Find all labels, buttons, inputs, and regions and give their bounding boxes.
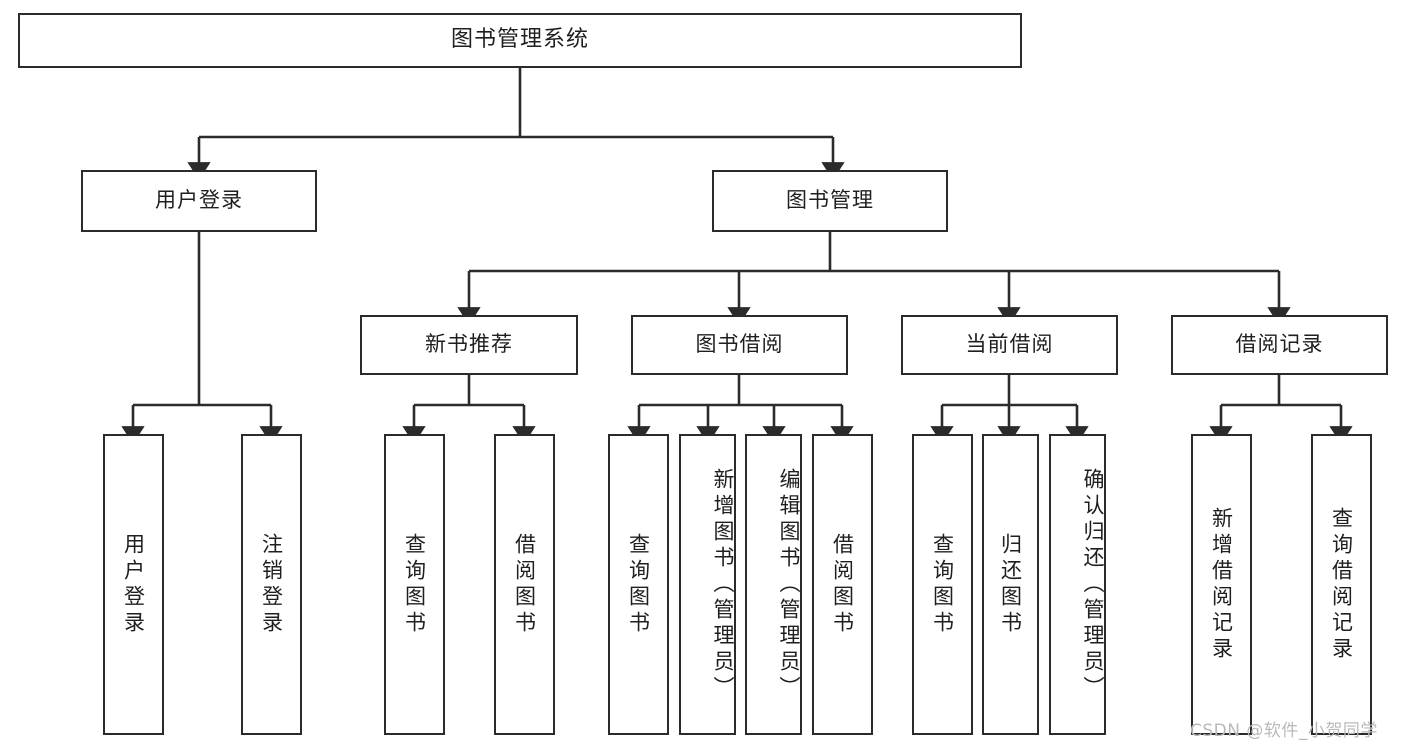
node-label: 注销登录	[259, 532, 284, 637]
node-label: 借阅图书	[512, 532, 537, 637]
node-book-borrow[interactable]: 图书借阅	[631, 315, 848, 375]
node-current-borrow[interactable]: 当前借阅	[901, 315, 1118, 375]
node-user-login[interactable]: 用户登录	[81, 170, 317, 232]
node-label: 用户登录	[155, 188, 243, 213]
node-label: 归还图书	[998, 532, 1023, 637]
node-borrow-record[interactable]: 借阅记录	[1171, 315, 1388, 375]
node-label: 图书管理系统	[450, 27, 589, 53]
node-new-book-recommend[interactable]: 新书推荐	[360, 315, 578, 375]
leaf-recommend-borrow-book[interactable]: 借阅图书	[494, 434, 555, 735]
leaf-user-login-login[interactable]: 用户登录	[103, 434, 164, 735]
node-label: 用户登录	[121, 532, 146, 637]
leaf-borrow-edit-book-admin[interactable]: 编辑图书（管理员）	[745, 434, 802, 735]
node-label: 编辑图书（管理员）	[777, 467, 801, 702]
node-label: 查询借阅记录	[1329, 506, 1354, 663]
leaf-recommend-query-book[interactable]: 查询图书	[384, 434, 445, 735]
leaf-current-return-book[interactable]: 归还图书	[982, 434, 1039, 735]
node-book-management[interactable]: 图书管理	[712, 170, 948, 232]
watermark-text: CSDN @软件_小贺同学	[1190, 721, 1378, 741]
node-root-book-management-system[interactable]: 图书管理系统	[18, 13, 1022, 68]
node-label: 新增图书（管理员）	[711, 467, 735, 702]
node-label: 查询图书	[626, 532, 651, 637]
node-label: 新增借阅记录	[1209, 506, 1234, 663]
node-label: 新书推荐	[425, 332, 513, 357]
leaf-borrow-add-book-admin[interactable]: 新增图书（管理员）	[679, 434, 736, 735]
node-label: 借阅记录	[1235, 332, 1324, 357]
node-label: 当前借阅	[965, 332, 1054, 357]
node-label: 借阅图书	[830, 532, 855, 637]
leaf-record-query-record[interactable]: 查询借阅记录	[1311, 434, 1372, 735]
node-label: 图书借阅	[695, 332, 784, 357]
leaf-current-confirm-return-admin[interactable]: 确认归还（管理员）	[1049, 434, 1106, 735]
leaf-current-query-book[interactable]: 查询图书	[912, 434, 973, 735]
node-label: 确认归还（管理员）	[1081, 467, 1105, 702]
leaf-borrow-query-book[interactable]: 查询图书	[608, 434, 669, 735]
leaf-borrow-borrow-book[interactable]: 借阅图书	[812, 434, 873, 735]
leaf-record-add-record[interactable]: 新增借阅记录	[1191, 434, 1252, 735]
node-label: 查询图书	[402, 532, 427, 637]
leaf-user-login-logout[interactable]: 注销登录	[241, 434, 302, 735]
node-label: 图书管理	[786, 188, 874, 213]
node-label: 查询图书	[930, 532, 955, 637]
